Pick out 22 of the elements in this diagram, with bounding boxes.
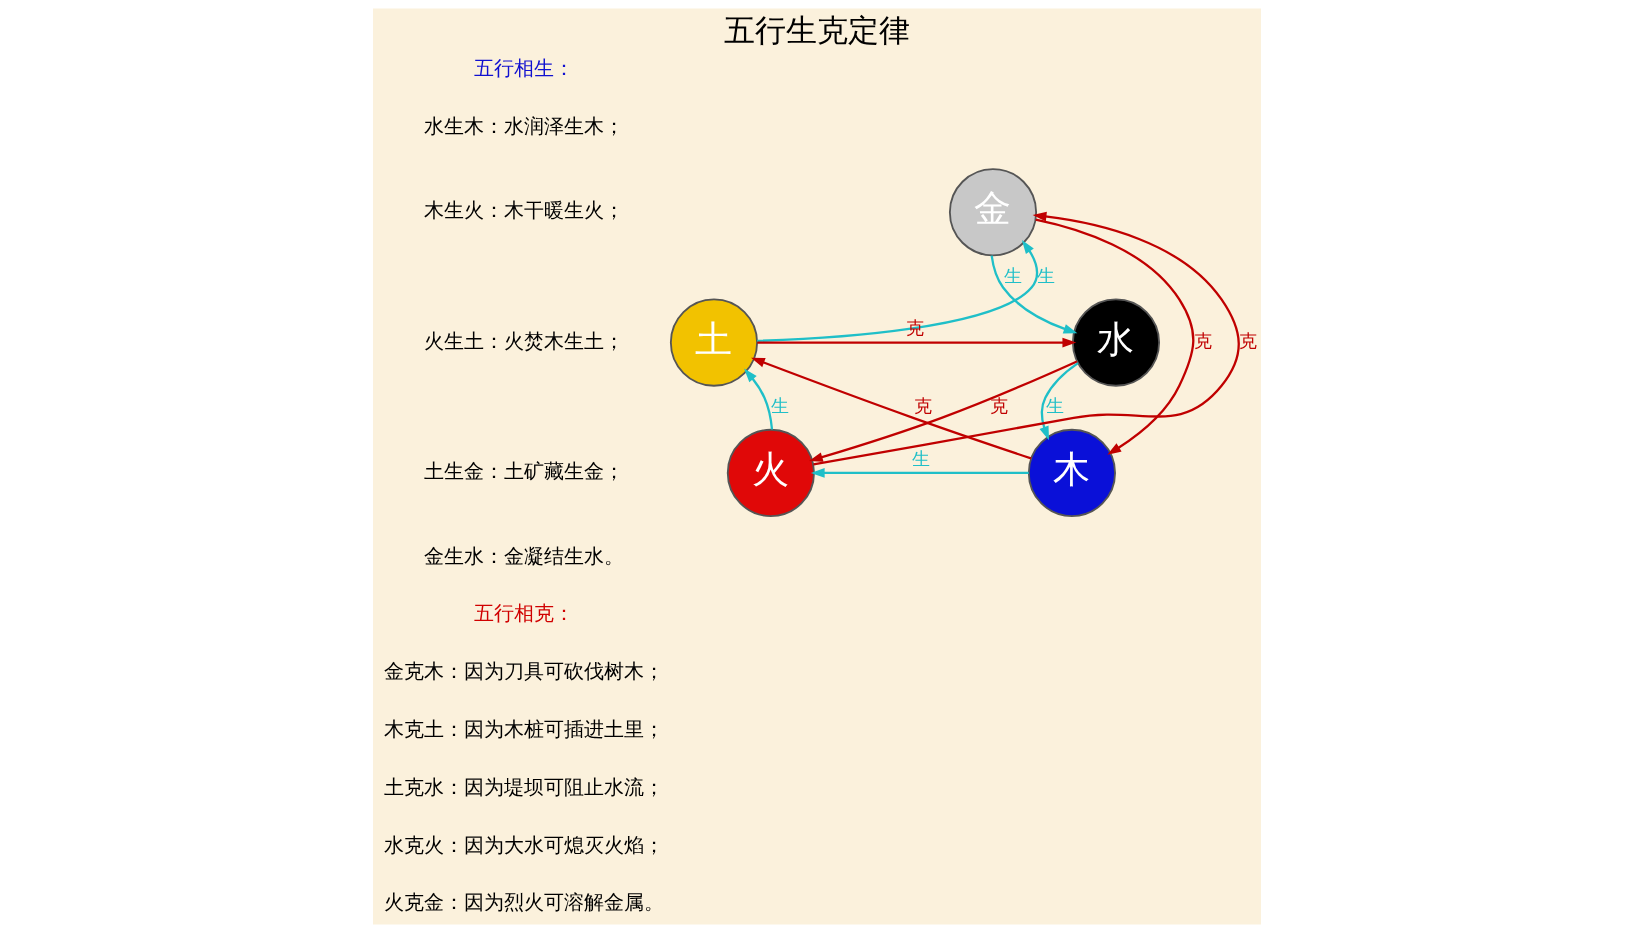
edge-label: 生 <box>1036 265 1055 287</box>
edge-label: 生 <box>1045 395 1064 417</box>
label: 火生土：火焚木生土； <box>423 328 624 353</box>
diagram-title: 五行生克定律 <box>723 11 910 48</box>
edge-label: 克 <box>1238 330 1257 352</box>
edge-label: 克 <box>1193 330 1212 352</box>
label: 木克土：因为木桩可插进土里； <box>383 716 664 741</box>
label: 五行相克： <box>473 601 574 626</box>
label: 火克金：因为烈火可溶解金属。 <box>383 890 664 915</box>
edge-label: 生 <box>1003 265 1022 287</box>
edge-label: 克 <box>989 395 1008 417</box>
label: 水克火：因为大水可熄灭火焰； <box>383 832 664 857</box>
label: 土生金：土矿藏生金； <box>423 459 624 484</box>
edge-label: 生 <box>770 395 789 417</box>
label: 木生火：木干暖生火； <box>423 198 624 223</box>
label: 水生木：水润泽生木； <box>423 113 624 138</box>
label: 金克木：因为刀具可砍伐树木； <box>383 659 664 684</box>
label: 土克水：因为堤坝可阻止水流； <box>383 774 664 799</box>
label: 五行相生： <box>473 56 574 81</box>
label: 金生水：金凝结生水。 <box>423 543 624 568</box>
edge-label: 克 <box>913 395 932 417</box>
edge-label: 生 <box>911 447 930 469</box>
